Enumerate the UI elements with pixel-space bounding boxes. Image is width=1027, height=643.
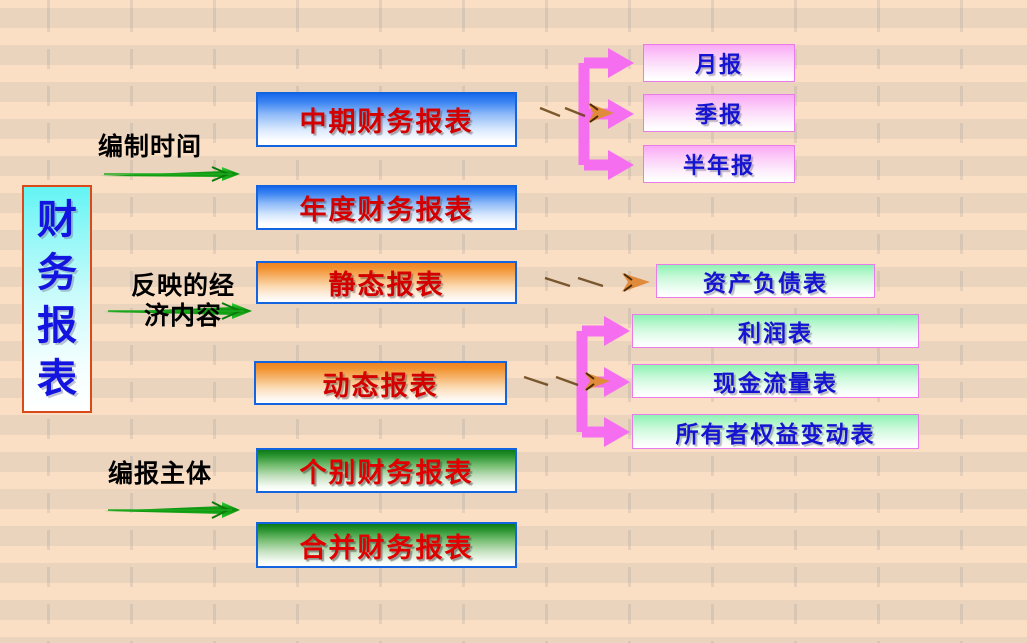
root-char-1: 务 [37, 250, 77, 295]
node-income-statement[interactable]: 利润表 [632, 314, 919, 348]
node-consolidated-financial-statements[interactable]: 合并财务报表 [256, 522, 517, 568]
magenta-bracket-interim [578, 48, 634, 180]
branch-label-economic-content: 反映的经 济内容 [113, 272, 253, 332]
branch-label-economic-content-line2: 济内容 [143, 303, 222, 330]
magenta-bracket-dynamic [576, 316, 630, 447]
branch-label-reporting-entity: 编报主体 [108, 461, 213, 488]
node-monthly-report[interactable]: 月报 [643, 44, 795, 82]
node-individual-financial-statements[interactable]: 个别财务报表 [256, 448, 517, 493]
node-quarterly-report[interactable]: 季报 [643, 94, 795, 132]
branch-label-economic-content-line1: 反映的经 [130, 273, 235, 300]
node-interim-financial-statements[interactable]: 中期财务报表 [256, 92, 517, 147]
green-arrow-reporting-entity [104, 501, 240, 519]
spear-arrow-static [536, 273, 650, 292]
root-char-2: 报 [37, 303, 77, 348]
branch-label-compile-time: 编制时间 [98, 134, 203, 161]
node-annual-financial-statements[interactable]: 年度财务报表 [256, 185, 517, 230]
root-title-box[interactable]: 财 务 报 表 [22, 185, 92, 413]
node-dynamic-statements[interactable]: 动态报表 [254, 361, 507, 405]
green-arrow-compile-time [100, 166, 240, 182]
node-statement-of-changes-in-equity[interactable]: 所有者权益变动表 [632, 414, 919, 449]
node-static-statements[interactable]: 静态报表 [256, 261, 517, 304]
node-semiannual-report[interactable]: 半年报 [643, 145, 795, 183]
root-char-0: 财 [37, 197, 77, 242]
root-char-3: 表 [37, 356, 77, 401]
spear-arrow-dynamic [515, 372, 610, 391]
node-cash-flow-statement[interactable]: 现金流量表 [632, 364, 919, 398]
spear-arrow-interim [531, 103, 614, 123]
node-balance-sheet[interactable]: 资产负债表 [656, 264, 875, 298]
